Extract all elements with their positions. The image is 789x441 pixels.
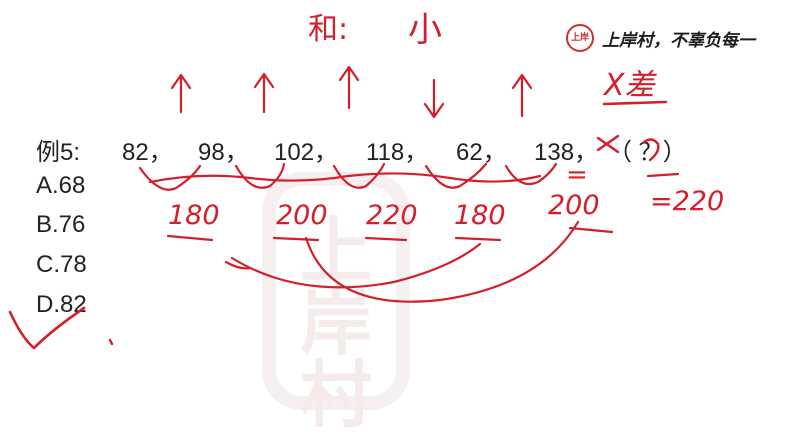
underline-cuo — [602, 100, 668, 106]
sequence-item: 118， — [366, 139, 429, 166]
trend-arrows — [170, 65, 533, 119]
brand-header: 上岸 上岸村，不辜负每一 — [566, 20, 755, 56]
annotation-he: 和: — [308, 12, 349, 47]
video-frame: 上 岸 村 上岸 上岸村，不辜负每一 例5: 82， 98， 102， 118，… — [8, 10, 755, 437]
annotation-sum: 200 — [548, 190, 600, 221]
pair-brackets — [138, 162, 558, 191]
brand-seal-icon: 上岸 — [566, 24, 594, 52]
annotation-sum: 180 — [454, 200, 506, 231]
annotation-equals-220: =220 — [650, 186, 725, 217]
annotation-sum: 220 — [366, 200, 418, 231]
option-c: C.78 — [36, 251, 87, 278]
option-b: B.76 — [36, 211, 86, 238]
unknown-mark — [596, 134, 620, 154]
option-a: A.68 — [36, 172, 86, 199]
sequence-blank: （ ？） — [608, 139, 687, 166]
ink-dot — [108, 338, 114, 346]
annotation-sum: 200 — [276, 200, 328, 231]
checkmark-icon — [8, 306, 86, 350]
handwriting-strokes — [8, 65, 680, 350]
sequence-item: 62， — [456, 139, 507, 166]
sequence-item: 98， — [198, 139, 249, 166]
question-label: 例5: — [36, 139, 81, 166]
sequence-item: 102， — [274, 139, 339, 166]
brand-seal-text: 上岸 — [570, 32, 589, 43]
sequence-item: 138， — [534, 139, 599, 166]
question-mark-ink — [642, 138, 660, 162]
link-arcs — [224, 220, 580, 303]
sequence-item: 82， — [122, 139, 173, 166]
annotation-sum: 180 — [168, 200, 220, 231]
brand-slogan: 上岸村，不辜负每一 — [602, 30, 755, 50]
sum-underlines — [166, 172, 680, 242]
annotation-xiao: 小 — [408, 10, 442, 50]
annotation-cuo: X差 — [604, 68, 655, 103]
annotation-equals: = — [566, 160, 588, 190]
